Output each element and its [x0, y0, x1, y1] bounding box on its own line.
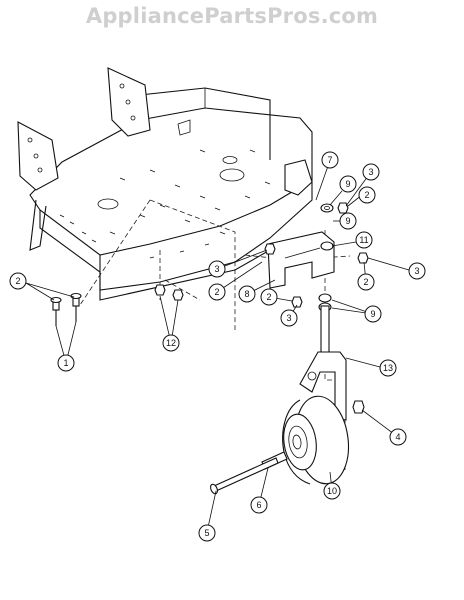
callout-13: 13: [379, 359, 397, 377]
callout-2c: 2: [260, 288, 278, 306]
callout-10: 10: [323, 482, 341, 500]
callout-2e: 2: [357, 273, 375, 291]
svg-text:3: 3: [414, 266, 419, 276]
hardware: [50, 202, 369, 414]
svg-text:10: 10: [327, 486, 337, 496]
caster-wheel: [282, 395, 350, 485]
svg-text:5: 5: [204, 528, 209, 538]
callout-3d: 3: [408, 262, 426, 280]
svg-text:11: 11: [359, 235, 368, 245]
svg-text:2: 2: [364, 190, 369, 200]
svg-text:2: 2: [214, 287, 219, 297]
callout-9b: 9: [339, 212, 357, 230]
svg-text:1: 1: [63, 358, 68, 368]
svg-text:9: 9: [345, 216, 350, 226]
axle-parts: [210, 451, 288, 495]
svg-text:4: 4: [395, 432, 400, 442]
svg-text:9: 9: [345, 179, 350, 189]
callout-2a: 2: [9, 272, 27, 290]
svg-text:12: 12: [166, 338, 176, 348]
svg-text:3: 3: [214, 264, 219, 274]
callout-3a: 3: [208, 260, 226, 278]
callout-3b: 3: [280, 309, 298, 327]
svg-text:8: 8: [244, 289, 249, 299]
svg-text:7: 7: [327, 155, 332, 165]
svg-text:6: 6: [256, 500, 261, 510]
caster-arm: [267, 231, 335, 289]
callout-12: 12: [162, 334, 180, 352]
svg-text:13: 13: [383, 363, 393, 373]
callout-2b: 2: [208, 283, 226, 301]
callout-8: 8: [238, 285, 256, 303]
callout-6: 6: [250, 496, 268, 514]
callout-4: 4: [389, 428, 407, 446]
callout-3c: 3: [362, 163, 380, 181]
mower-deck: [17, 67, 313, 301]
svg-text:2: 2: [266, 292, 271, 302]
callout-5: 5: [198, 524, 216, 542]
callout-7: 7: [321, 151, 339, 169]
svg-text:9: 9: [370, 309, 375, 319]
callout-1: 1: [57, 354, 75, 372]
svg-text:2: 2: [363, 277, 368, 287]
watermark-text: AppliancePartsPros.com: [85, 4, 379, 28]
callout-11: 11: [355, 231, 373, 249]
callout-2d: 2: [358, 186, 376, 204]
svg-text:3: 3: [368, 167, 373, 177]
svg-text:3: 3: [286, 313, 291, 323]
callout-9c: 9: [364, 305, 382, 323]
callout-9a: 9: [339, 175, 357, 193]
svg-text:2: 2: [15, 276, 20, 286]
